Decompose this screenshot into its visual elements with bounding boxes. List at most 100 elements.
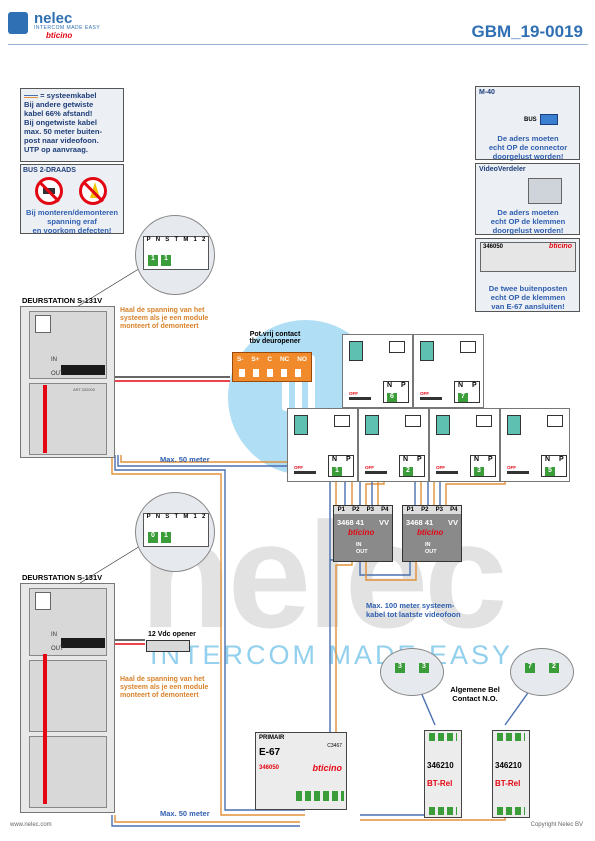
dip-label: 1: [193, 514, 197, 520]
dip-label: 2: [202, 237, 206, 243]
vf-p-label: P: [401, 382, 406, 389]
distributor-code: 3468 41: [406, 518, 434, 527]
power-warning-text: Haal de spanning van het: [120, 676, 205, 683]
vf-address: 5: [545, 467, 555, 476]
distributor-vv: VV: [378, 518, 389, 527]
relay-dip-value: 7: [525, 663, 535, 673]
dip-switch-panel-bottom: P N S T M 1 2 0 1: [143, 513, 209, 547]
legend-text: max. 50 meter buiten-: [24, 127, 103, 136]
relay-rail: BT-Rel: [495, 779, 521, 788]
dip-label: P: [146, 514, 151, 520]
dip-label: N: [155, 514, 161, 520]
out-label: OUT: [51, 371, 64, 377]
nelec-logo-icon: [8, 12, 28, 34]
m40-note: De aders moeten: [497, 134, 559, 143]
power-warning-bottom: Haal de spanning van het systeem als je …: [120, 676, 208, 700]
legend-text: UTP op aanvraag.: [24, 145, 89, 154]
bus-warning-text: en voorkom defecten!: [32, 226, 112, 235]
distributor-out: OUT: [425, 549, 437, 555]
distance-label-top: Max. 50 meter: [160, 455, 210, 464]
vf-address: 7: [458, 393, 468, 402]
dip-label: M: [183, 237, 189, 243]
relay-dip-value: 3: [395, 663, 405, 673]
e67-panel: 346050 bticino De twee buitenposten echt…: [475, 238, 580, 312]
port-label: P3: [366, 507, 374, 513]
m40-connector-icon: [540, 114, 558, 125]
dip-switch-panel: P N S T M 1 2 1 1: [143, 236, 209, 270]
legend-box: = systeemkabel Bij andere getwiste kabel…: [20, 88, 124, 162]
relay-code: 346210: [427, 761, 454, 770]
dip-label: 2: [202, 514, 206, 520]
brand-tagline: INTERCOM MADE EASY: [34, 25, 101, 31]
dip-value: 1: [148, 255, 158, 266]
power-warning-text: systeem als je een module: [120, 315, 209, 322]
vf-p-label: P: [472, 382, 477, 389]
vf-off: OFF: [507, 465, 516, 470]
m40-note: echt OP de connector: [488, 143, 568, 152]
relay-dip-value: 3: [419, 663, 429, 673]
e67-note: van E-67 aansluiten!: [491, 302, 565, 311]
videophone-unit: N P 6 OFF: [342, 334, 413, 408]
vf-n-label: N: [332, 456, 338, 463]
distributor-in: IN: [425, 542, 431, 548]
no-plug-icon: [35, 177, 63, 205]
relay-code: 346210: [495, 761, 522, 770]
m40-panel: M-40 BUS De aders moeten echt OP de conn…: [475, 86, 580, 161]
port-label: P3: [435, 507, 443, 513]
bus-warning-text: spanning eraf: [47, 217, 97, 226]
bus-warning-box: BUS 2-DRAADS Bij monteren/demonteren spa…: [20, 164, 124, 235]
brand-name: nelec: [34, 10, 73, 27]
vf-off: OFF: [349, 391, 358, 396]
pot-terminal: C: [267, 356, 273, 363]
header-divider: [8, 44, 588, 45]
dip-value: 1: [161, 532, 171, 543]
dip-label: P: [146, 237, 151, 243]
e67-mini-code: 346050: [483, 244, 504, 250]
module-code: ART.332000: [73, 387, 95, 392]
videoverdeler-panel: VideoVerdeler De aders moeten echt OP de…: [475, 163, 580, 235]
dip-label: T: [174, 237, 179, 243]
distributor-brand: bticino: [348, 528, 375, 537]
door-station-bottom-title: DEURSTATION S-131V: [22, 573, 103, 582]
dip-label: 1: [193, 237, 197, 243]
distributor-code: 3468 41: [337, 518, 365, 527]
port-label: P1: [406, 507, 414, 513]
distributor-out: OUT: [356, 549, 368, 555]
distance-line: kabel tot laatste videofoon: [366, 610, 461, 619]
relay-module-right: 346210 BT-Rel: [492, 730, 530, 818]
dip-label: S: [165, 237, 170, 243]
distance-label-system: Max. 100 meter systeem- kabel tot laatst…: [366, 601, 461, 619]
power-warning-text: Haal de spanning van het: [120, 307, 205, 314]
relay-title: Algemene Bel Contact N.O.: [435, 685, 515, 703]
opener-title: 12 Vdc opener: [148, 631, 196, 638]
relay-title-line: Contact N.O.: [452, 694, 498, 703]
e67-mini-brand: bticino: [549, 243, 572, 250]
vf-p-label: P: [559, 456, 564, 463]
e67-code: 346050: [259, 765, 280, 771]
vf-off: OFF: [436, 465, 445, 470]
relay-rail: BT-Rel: [427, 779, 453, 788]
no-power-icon: [79, 177, 107, 205]
relay-title-line: Algemene Bel: [450, 685, 500, 694]
vv-note: echt OP de klemmen: [490, 217, 566, 226]
relay-dip-value: 2: [549, 663, 559, 673]
distance-line: Max. 100 meter systeem-: [366, 601, 455, 610]
relay-dip-callout-right: 7 2: [510, 648, 574, 696]
footer-copyright: Copyright Nelec BV: [530, 822, 583, 828]
vf-off: OFF: [365, 465, 374, 470]
port-label: P1: [337, 507, 345, 513]
in-label: IN: [51, 357, 57, 363]
e67-primair: PRIMAIR: [259, 735, 285, 741]
pot-title-line: tbv deuropener: [249, 338, 301, 345]
pot-title-line: Pot.vrij contact: [249, 331, 301, 338]
vf-n-label: N: [458, 382, 464, 389]
e67-power-supply: PRIMAIR E-67 C3467 346050 bticino: [255, 732, 347, 810]
vf-n-label: N: [545, 456, 551, 463]
e67-brand: bticino: [312, 763, 343, 773]
power-warning-top: Haal de spanning van het systeem als je …: [120, 307, 208, 331]
vv-device-icon: [528, 178, 562, 204]
m40-note: doorgelust worden!: [492, 152, 564, 161]
vf-address: 6: [387, 393, 397, 402]
distributor-vv: VV: [447, 518, 458, 527]
m40-title: M-40: [479, 89, 495, 96]
